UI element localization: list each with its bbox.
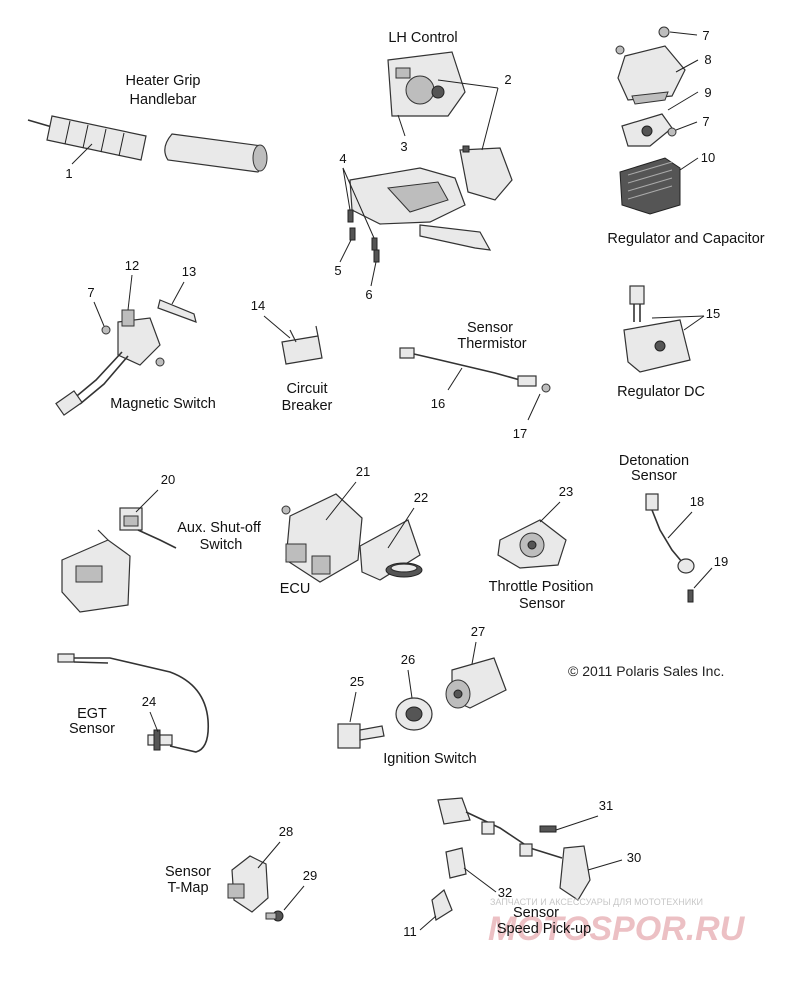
callout-28: 28: [279, 824, 293, 839]
sensor-speed-pickup-part: [431, 797, 591, 921]
sensor-tmap-label-line2: T-Map: [167, 880, 208, 896]
heater-grip-label-line1: Heater Grip: [126, 73, 201, 89]
callout-4: 4: [339, 151, 346, 166]
callout-30: 30: [627, 850, 641, 865]
speed-pickup-label-line2: Speed Pick-up: [497, 921, 591, 937]
callout-7a: 7: [702, 28, 709, 43]
circuit-breaker-label-line1: Circuit: [286, 381, 327, 397]
callout-15: 15: [706, 306, 720, 321]
detonation-sensor-label-line1: Detonation: [619, 453, 689, 469]
callout-22: 22: [414, 490, 428, 505]
callout-20: 20: [161, 472, 175, 487]
sensor-tmap-part: [227, 855, 284, 922]
circuit-breaker-part: [281, 325, 323, 365]
sensor-thermistor-part: [399, 347, 551, 393]
egt-sensor-label-line1: EGT: [77, 706, 107, 722]
callout-10: 10: [701, 150, 715, 165]
magnetic-switch-part: [55, 299, 197, 416]
callout-29: 29: [303, 868, 317, 883]
callout-2: 2: [504, 72, 511, 87]
callout-26: 26: [401, 652, 415, 667]
circuit-breaker-label-line2: Breaker: [282, 398, 333, 414]
regulator-dc-part: [623, 285, 691, 373]
throttle-position-label-line2: Sensor: [519, 596, 565, 612]
aux-shutoff-switch-part: [61, 507, 177, 613]
callout-13: 13: [182, 264, 196, 279]
throttle-position-label-line1: Throttle Position: [489, 579, 594, 595]
speed-pickup-label-line1: Sensor: [513, 905, 559, 921]
sensor-thermistor-label-line1: Sensor: [467, 320, 513, 336]
callout-24: 24: [142, 694, 156, 709]
watermark-logo: ЗАПЧАСТИ И АКСЕССУАРЫ ДЛЯ МОТОТЕХНИКИ MO…: [488, 897, 746, 948]
callout-6: 6: [365, 287, 372, 302]
ignition-switch-label: Ignition Switch: [383, 751, 477, 767]
ecu-label: ECU: [280, 581, 311, 597]
ecu-part: [281, 493, 423, 583]
egt-sensor-part: [57, 653, 210, 753]
lh-control-part: [349, 51, 513, 251]
callout-14: 14: [251, 298, 265, 313]
regulator-capacitor-label: Regulator and Capacitor: [607, 231, 764, 247]
callout-23: 23: [559, 484, 573, 499]
aux-shutoff-label-line1: Aux. Shut-off: [177, 520, 262, 536]
callout-1: 1: [65, 166, 72, 181]
callout-7c: 7: [87, 285, 94, 300]
copyright-text: © 2011 Polaris Sales Inc.: [568, 663, 724, 679]
callout-9: 9: [704, 85, 711, 100]
aux-shutoff-label-line2: Switch: [200, 537, 243, 553]
callout-3: 3: [400, 139, 407, 154]
throttle-position-sensor-part: [497, 519, 567, 569]
callout-17: 17: [513, 426, 527, 441]
callout-7b: 7: [702, 114, 709, 129]
detonation-sensor-label-line2: Sensor: [631, 468, 677, 484]
watermark-text: MOTOSPOR.RU: [488, 910, 746, 948]
ignition-switch-part: [337, 657, 507, 749]
callout-11: 11: [403, 924, 417, 939]
heater-grip-part: [27, 115, 268, 173]
callout-25: 25: [350, 674, 364, 689]
callout-19: 19: [714, 554, 728, 569]
sensor-thermistor-label-line2: Thermistor: [457, 336, 526, 352]
screws-4-6: [347, 209, 380, 263]
lh-control-label: LH Control: [388, 30, 457, 46]
callout-8: 8: [704, 52, 711, 67]
callout-16: 16: [431, 396, 445, 411]
heater-grip-label-line2: Handlebar: [130, 92, 197, 108]
regulator-capacitor-part: [615, 26, 686, 215]
callout-21: 21: [356, 464, 370, 479]
callout-5: 5: [334, 263, 341, 278]
detonation-sensor-part: [645, 493, 695, 603]
callout-12: 12: [125, 258, 139, 273]
magnetic-switch-label: Magnetic Switch: [110, 396, 216, 412]
callout-18: 18: [690, 494, 704, 509]
egt-sensor-label-line2: Sensor: [69, 721, 115, 737]
callout-31: 31: [599, 798, 613, 813]
sensor-tmap-label-line1: Sensor: [165, 864, 211, 880]
callout-27: 27: [471, 624, 485, 639]
regulator-dc-label: Regulator DC: [617, 384, 705, 400]
callout-32: 32: [498, 885, 512, 900]
watermark-tagline: ЗАПЧАСТИ И АКСЕССУАРЫ ДЛЯ МОТОТЕХНИКИ: [490, 897, 703, 907]
